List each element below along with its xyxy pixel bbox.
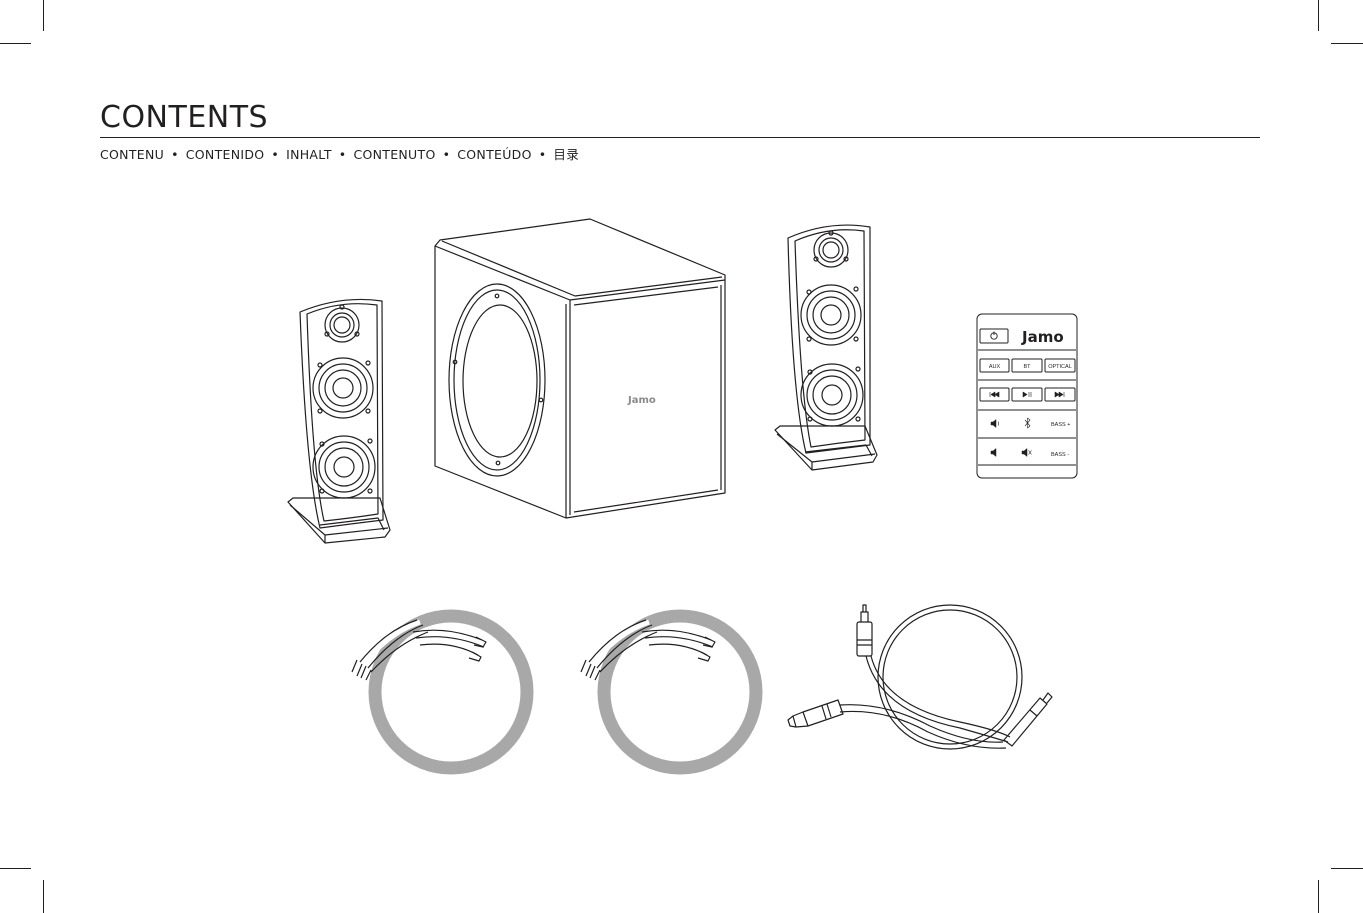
right-satellite-speaker <box>774 224 878 471</box>
language-label: CONTENUTO <box>353 147 436 162</box>
optical-button-label: OPTICAL <box>1048 364 1072 370</box>
title-rule <box>100 137 1260 138</box>
remote-control: Jamo AUX BT OPTICAL BASS + BASS - <box>976 313 1078 479</box>
speaker-cable-1 <box>351 609 534 775</box>
next-icon <box>1054 391 1065 398</box>
crop-mark <box>1331 868 1363 869</box>
language-label: CONTEÚDO <box>457 147 532 162</box>
separator: • <box>538 147 547 162</box>
previous-icon <box>989 391 1000 398</box>
volume-down-icon <box>990 448 997 457</box>
speaker-cable-2 <box>580 609 763 775</box>
subwoofer: Jamo <box>434 218 726 519</box>
language-label: CONTENU <box>100 147 165 162</box>
language-label: CONTENIDO <box>185 147 265 162</box>
subwoofer-logo: Jamo <box>627 395 656 406</box>
left-satellite-speaker <box>287 298 391 544</box>
language-label: INHALT <box>286 147 332 162</box>
mute-icon <box>1021 448 1028 457</box>
crop-mark <box>1318 0 1319 31</box>
crop-mark <box>0 868 31 869</box>
crop-mark <box>1331 43 1363 44</box>
separator: • <box>338 147 347 162</box>
aux-button-label: AUX <box>989 364 1001 370</box>
crop-mark <box>1318 880 1319 913</box>
language-list: CONTENU • CONTENIDO • INHALT • CONTENUTO • CONTE… <box>100 144 579 163</box>
bass-down-label: BASS - <box>1051 452 1069 458</box>
page-title: CONTENTS <box>100 100 269 135</box>
bluetooth-icon <box>1024 417 1031 429</box>
bass-up-label: BASS + <box>1051 422 1070 428</box>
separator: • <box>442 147 451 162</box>
crop-mark <box>0 43 31 44</box>
language-label: 目录 <box>553 147 580 162</box>
separator: • <box>171 147 179 162</box>
crop-mark <box>43 0 44 31</box>
remote-logo: Jamo <box>1021 328 1064 346</box>
crop-mark <box>43 880 44 913</box>
bt-button-label: BT <box>1023 364 1031 370</box>
play-pause-icon <box>1022 391 1032 398</box>
volume-up-icon <box>990 419 997 428</box>
separator: • <box>271 147 280 162</box>
audio-cable <box>787 604 1053 750</box>
